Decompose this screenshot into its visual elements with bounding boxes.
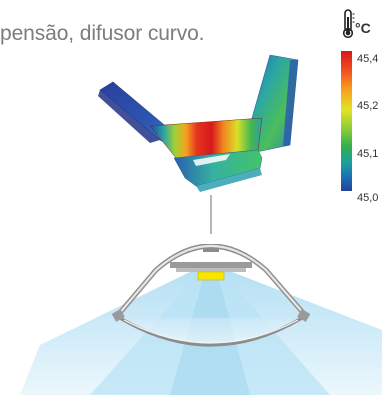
thermometer-icon: [342, 9, 355, 39]
temperature-color-scale: [341, 51, 352, 191]
figure-caption: pensão, difusor curvo.: [0, 22, 205, 45]
thermal-simulation-icon: [98, 54, 299, 192]
scale-tick-label: 45,1: [357, 148, 379, 160]
scale-tick-label: 45,4: [357, 53, 379, 65]
scale-tick-label: 45,0: [357, 192, 379, 204]
scale-tick-label: 45,2: [357, 100, 379, 112]
temperature-unit: °C: [355, 20, 371, 36]
